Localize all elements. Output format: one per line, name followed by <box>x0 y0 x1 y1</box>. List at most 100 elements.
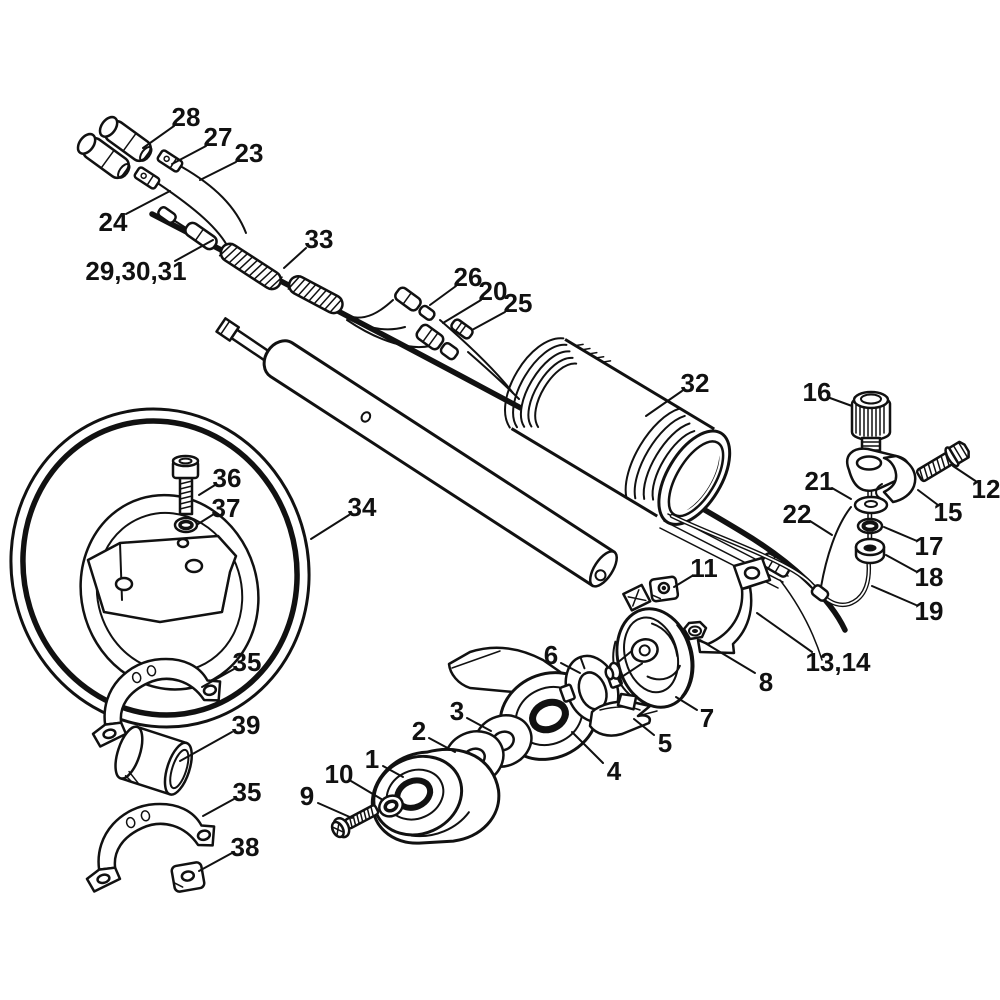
screw-36 <box>171 454 200 516</box>
callout-label-26: 26 <box>454 262 483 292</box>
callout-leader-35b <box>202 798 235 817</box>
callout-label-6: 6 <box>544 640 558 670</box>
nut-18 <box>854 537 886 565</box>
callout-leader-32 <box>645 390 683 417</box>
callout-leader-26 <box>429 285 457 306</box>
callout-leader-4 <box>571 731 604 764</box>
wire-from-terminal-27 <box>181 166 247 234</box>
callout-leader-38 <box>198 852 233 872</box>
callout-leader-13-14 <box>756 612 813 653</box>
callout-label-2: 2 <box>412 716 426 746</box>
callout-leader-18 <box>885 554 918 573</box>
callout-leader-21 <box>831 487 852 500</box>
callout-label-39: 39 <box>232 710 261 740</box>
washer-10 <box>378 794 404 818</box>
callout-label-32: 32 <box>681 368 710 398</box>
bushing-39 <box>114 725 193 796</box>
wire-24-to-sleeve <box>174 220 187 229</box>
throttle-housing-7 <box>604 583 695 711</box>
callout-leader-34 <box>310 514 350 540</box>
callout-leader-29-30-31 <box>174 239 214 262</box>
callout-leader-15 <box>917 489 939 506</box>
callout-label-16: 16 <box>803 377 832 407</box>
callout-leader-20 <box>442 299 482 324</box>
washer-37 <box>173 516 199 534</box>
callout-label-8: 8 <box>759 667 773 697</box>
callout-label-19: 19 <box>915 596 944 626</box>
callout-label-7: 7 <box>700 703 714 733</box>
callout-leader-39 <box>179 731 233 762</box>
callout-leader-25 <box>471 311 506 331</box>
bracket-15 <box>846 447 917 504</box>
inner-wire-22 <box>820 506 852 588</box>
callout-leader-19 <box>871 585 917 606</box>
adjuster-knob-16 <box>850 390 892 458</box>
callout-label-10: 10 <box>325 759 354 789</box>
callout-label-18: 18 <box>915 562 944 592</box>
callout-label-13-14: 13,14 <box>805 647 871 677</box>
handle-clamp-block <box>86 534 238 624</box>
bullet-connector-26 <box>394 286 436 321</box>
callout-label-3: 3 <box>450 696 464 726</box>
square-nut-11 <box>648 575 680 603</box>
callout-leader-11 <box>673 575 693 588</box>
callout-leader-28 <box>142 125 175 149</box>
callout-leader-27 <box>171 145 207 165</box>
callout-label-21: 21 <box>805 466 834 496</box>
callout-label-27: 27 <box>204 122 233 152</box>
callout-leader-22 <box>809 520 833 536</box>
callout-label-20: 20 <box>479 276 508 306</box>
callout-leader-8 <box>699 639 756 674</box>
callout-label-11: 11 <box>690 553 718 583</box>
callout-leader-2 <box>428 737 456 753</box>
callout-label-36: 36 <box>213 463 242 493</box>
callout-label-15: 15 <box>934 497 963 527</box>
callout-leader-3 <box>466 717 492 732</box>
clamp-35-upper <box>91 657 222 748</box>
callout-leader-6 <box>560 662 581 674</box>
drive-tube <box>262 339 618 588</box>
callout-label-35b: 35 <box>233 777 262 807</box>
callout-label-1: 1 <box>365 744 379 774</box>
callout-label-29-30-31: 29,30,31 <box>85 256 186 286</box>
callout-leader-17 <box>883 526 918 542</box>
spring-wrap-33-segment-b <box>287 275 344 315</box>
callout-leader-10 <box>350 780 384 801</box>
callout-label-4: 4 <box>607 756 622 786</box>
callout-label-5: 5 <box>658 728 672 758</box>
callout-label-33: 33 <box>305 224 334 254</box>
connector-25 <box>450 318 474 340</box>
washer-17 <box>856 517 884 535</box>
callout-leader-24 <box>125 190 171 215</box>
terminal-24 <box>157 206 177 224</box>
callout-leader-7 <box>675 696 698 711</box>
callout-label-12: 12 <box>972 474 1000 504</box>
deflector-5 <box>588 700 658 737</box>
hex-nut-8 <box>682 620 708 641</box>
strap-13-14 <box>696 556 772 655</box>
callout-label-28: 28 <box>172 102 201 132</box>
clamp-35-lower <box>85 802 216 893</box>
callout-label-23: 23 <box>235 138 264 168</box>
spade-terminal-23 <box>133 166 161 190</box>
callout-label-37: 37 <box>212 493 241 523</box>
callout-label-17: 17 <box>915 531 944 561</box>
square-nut-38 <box>170 861 206 893</box>
callout-leader-12 <box>952 465 978 483</box>
callout-leader-36 <box>198 484 216 496</box>
bolt-12 <box>915 440 970 483</box>
callout-leader-37 <box>197 513 215 525</box>
callout-leader-16 <box>829 397 853 407</box>
connector-boot-pair-28 <box>76 115 153 180</box>
lever-fold-line <box>451 650 501 669</box>
callout-leader-1 <box>382 765 404 778</box>
connector-20 <box>415 323 460 361</box>
cable-drum-1 <box>370 747 501 845</box>
callout-label-22: 22 <box>783 499 812 529</box>
spring-wrap-33-segment-a <box>218 242 283 291</box>
protective-shroud-32 <box>504 337 732 526</box>
washer-21 <box>853 495 889 515</box>
callout-leader-33 <box>283 247 307 269</box>
